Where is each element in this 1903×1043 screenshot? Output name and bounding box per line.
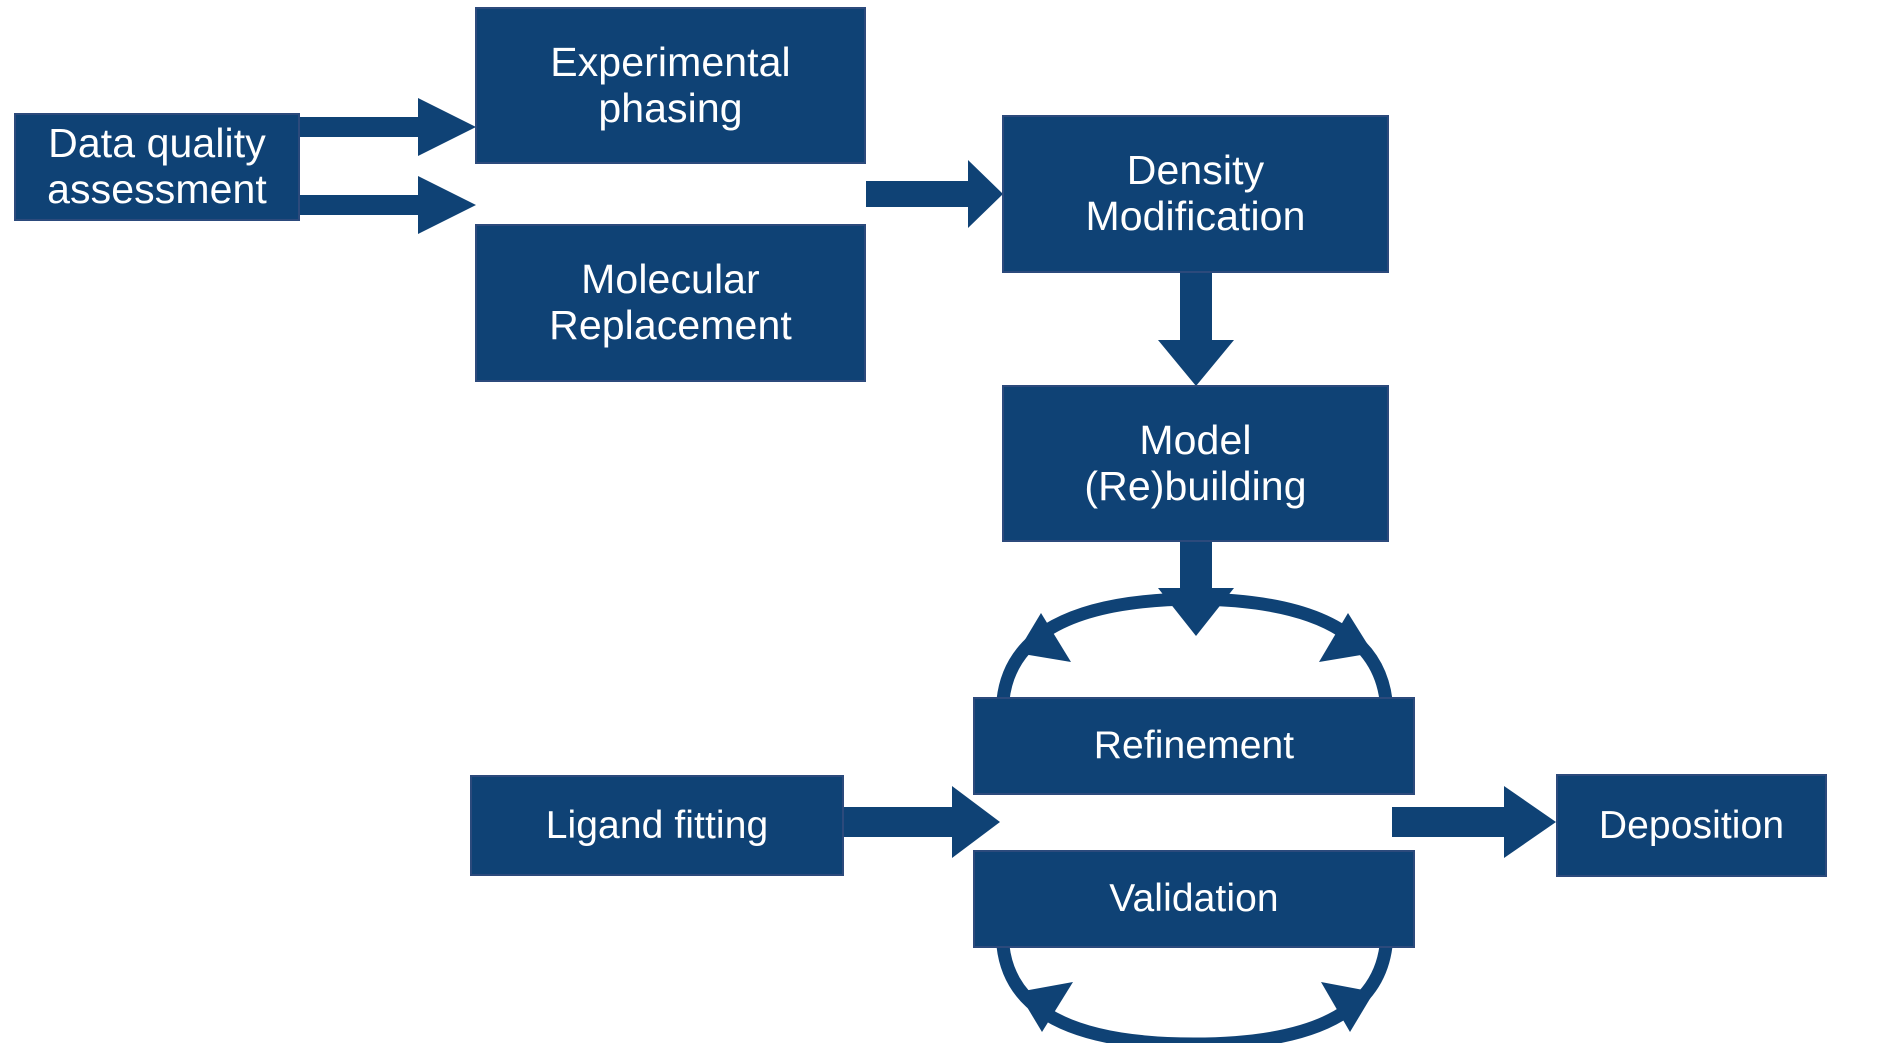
node-label-ligand-fitting: Ligand fitting — [545, 803, 769, 847]
node-label-deposition: Deposition — [1598, 803, 1785, 847]
node-experimental-phasing[interactable]: Experimental phasing — [475, 7, 866, 164]
node-molecular-replacement[interactable]: Molecular Replacement — [475, 224, 866, 382]
arrow-density-modification-to-model-rebuilding — [1158, 273, 1234, 386]
node-label-molecular-replacement: Molecular Replacement — [549, 256, 792, 348]
cycle-arrow-group — [996, 592, 1393, 1043]
node-label-refinement: Refinement — [1093, 724, 1295, 768]
arrow-model-rebuilding-to-refinement — [1158, 542, 1234, 636]
arrow-dq-to-molecular-replacement — [300, 176, 476, 234]
node-validation[interactable]: Validation — [973, 850, 1415, 948]
arrow-dq-to-experimental-phasing — [300, 98, 476, 156]
arrow-ligand-fitting-to-cycle — [844, 786, 1000, 858]
cycle-arc-bottom-left-arrowhead — [1018, 982, 1073, 1032]
arrow-phasing-to-density-modification — [866, 160, 1003, 228]
node-label-model-rebuilding: Model (Re)building — [1084, 416, 1307, 509]
node-label-density-modification: Density Modification — [1085, 147, 1306, 239]
node-label-data-quality-assessment: Data quality assessment — [47, 120, 267, 212]
node-label-experimental-phasing: Experimental phasing — [550, 38, 791, 131]
node-refinement[interactable]: Refinement — [973, 697, 1415, 795]
node-ligand-fitting[interactable]: Ligand fitting — [470, 775, 844, 876]
node-deposition[interactable]: Deposition — [1556, 774, 1827, 877]
node-data-quality-assessment[interactable]: Data quality assessment — [14, 113, 300, 221]
node-model-rebuilding[interactable]: Model (Re)building — [1002, 385, 1389, 542]
arrow-cycle-to-deposition — [1392, 786, 1556, 858]
node-density-modification[interactable]: Density Modification — [1002, 115, 1389, 273]
cycle-arc-top-right-arrowhead — [1319, 613, 1373, 662]
node-label-validation: Validation — [1109, 877, 1279, 921]
cycle-arc-top-left-arrowhead — [1017, 613, 1071, 662]
cycle-arc-bottom-right-arrowhead — [1321, 982, 1374, 1032]
